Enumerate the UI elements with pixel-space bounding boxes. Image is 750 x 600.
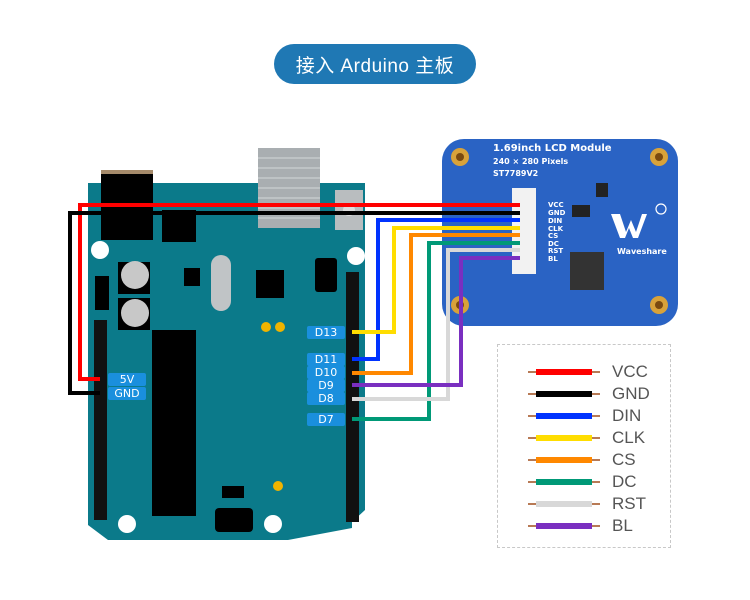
- icsp-header: [315, 258, 337, 292]
- lcd-pin-gnd: GND: [548, 209, 566, 217]
- pin-label-d10: D10: [307, 366, 345, 379]
- pin-label-gnd: GND: [108, 387, 146, 400]
- legend-item-bl: BL: [528, 516, 633, 536]
- legend-item-gnd: GND: [528, 384, 650, 404]
- mount-hole: [118, 515, 136, 533]
- power-header: [94, 320, 107, 520]
- wire-color-legend: VCC GND DIN CLK CS DC RST BL: [497, 344, 671, 548]
- legend-item-rst: RST: [528, 494, 646, 514]
- wire-swatch: [528, 523, 600, 529]
- wire-dc: [352, 241, 520, 421]
- lcd-pin-bl: BL: [548, 255, 558, 263]
- pin-label-d13: D13: [307, 326, 345, 339]
- pin-label-d7: D7: [307, 413, 345, 426]
- lcd-pin-rst: RST: [548, 247, 564, 255]
- pin-label-5v: 5V: [108, 373, 146, 386]
- wire-swatch: [528, 413, 600, 419]
- arduino-board: [88, 148, 365, 540]
- wire-vcc: [78, 203, 520, 381]
- wire-clk: [352, 226, 520, 334]
- legend-label: RST: [612, 494, 646, 513]
- lcd-driver: ST7789V2: [493, 169, 539, 178]
- legend-label: DIN: [612, 406, 642, 425]
- pin-label-d8: D8: [307, 392, 345, 405]
- wire-din: [352, 218, 520, 361]
- crystal: [211, 255, 231, 311]
- fpc-connector: [512, 188, 536, 274]
- legend-label: VCC: [612, 362, 648, 381]
- wire-rst: [352, 248, 520, 401]
- led: [273, 481, 283, 491]
- lcd-pcb: [442, 139, 678, 326]
- wire-gnd: [68, 211, 520, 395]
- legend-label: DC: [612, 472, 637, 491]
- lcd-title: 1.69inch LCD Module: [493, 143, 612, 154]
- wire-swatch: [528, 501, 600, 507]
- wire-swatch: [528, 479, 600, 485]
- wire-bl: [352, 256, 520, 387]
- legend-item-clk: CLK: [528, 428, 645, 448]
- led: [261, 322, 271, 332]
- wire-swatch: [528, 435, 600, 441]
- capacitor: [121, 261, 149, 289]
- wire-swatch: [528, 457, 600, 463]
- legend-label: CLK: [612, 428, 646, 447]
- wire-swatch: [528, 369, 600, 375]
- pin-label-d11: D11: [307, 353, 345, 366]
- title-badge: 接入 Arduino 主板: [274, 44, 476, 84]
- lcd-pin-clk: CLK: [548, 225, 564, 233]
- legend-label: CS: [612, 450, 636, 469]
- icsp-header-bottom: [215, 508, 253, 532]
- mount-hole: [264, 515, 282, 533]
- legend-item-vcc: VCC: [528, 362, 648, 382]
- lcd-pin-dc: DC: [548, 240, 559, 248]
- atmega-chip: [152, 330, 196, 516]
- legend-item-cs: CS: [528, 450, 636, 470]
- pin-label-d9: D9: [307, 379, 345, 392]
- lcd-resolution: 240 × 280 Pixels: [493, 157, 569, 166]
- legend-label: BL: [612, 516, 633, 535]
- led: [275, 322, 285, 332]
- lcd-pin-vcc: VCC: [548, 201, 564, 209]
- legend-item-din: DIN: [528, 406, 641, 426]
- lcd-pin-cs: CS: [548, 232, 559, 240]
- mount-hole: [91, 241, 109, 259]
- voltage-regulator: [162, 210, 196, 242]
- brand-name: Waveshare: [617, 247, 667, 256]
- legend-item-dc: DC: [528, 472, 637, 492]
- wire-cs: [352, 233, 520, 375]
- usb-chip: [256, 270, 284, 298]
- driver-chip: [570, 252, 604, 290]
- wires: [68, 203, 520, 421]
- lcd-pin-din: DIN: [548, 217, 563, 225]
- waveshare-logo-icon: [611, 203, 667, 238]
- wire-swatch: [528, 391, 600, 397]
- mount-hole: [347, 247, 365, 265]
- legend-label: GND: [612, 384, 650, 403]
- capacitor: [121, 299, 149, 327]
